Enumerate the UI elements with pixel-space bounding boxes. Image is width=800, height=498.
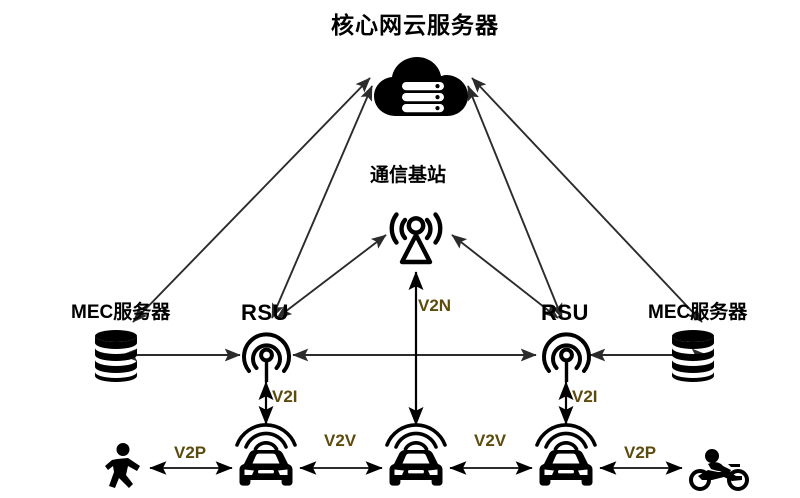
car-with-signal-icon xyxy=(382,418,450,494)
cloud-server-title: 核心网云服务器 xyxy=(331,12,499,38)
cell-tower-icon xyxy=(380,198,452,270)
link-rsu-left-basestation xyxy=(276,234,387,319)
database-icon xyxy=(93,329,139,383)
rsu-antenna-icon xyxy=(538,327,595,385)
car-with-signal-icon xyxy=(532,418,600,494)
motorcycle-icon xyxy=(684,440,756,492)
link-label-v2v-right: V2V xyxy=(474,431,507,450)
cloud-server-icon xyxy=(372,56,472,120)
rsu-antenna-icon xyxy=(238,327,295,385)
car-with-signal-icon xyxy=(232,418,300,494)
link-rsu-right-basestation xyxy=(451,234,559,319)
pedestrian-icon xyxy=(104,442,148,492)
rsu-right-label: RSU xyxy=(541,300,589,325)
link-label-v2i-left: V2I xyxy=(272,387,298,406)
link-label-v2v-left: V2V xyxy=(324,431,357,450)
link-label-v2p-right: V2P xyxy=(624,443,657,462)
mec-right-label: MEC服务器 xyxy=(648,302,748,323)
mec-left-label: MEC服务器 xyxy=(71,302,171,323)
link-mec-right-cloud xyxy=(471,77,703,323)
link-mec-left-cloud xyxy=(132,77,371,323)
link-label-v2i-right: V2I xyxy=(572,387,598,406)
link-label-v2p-left: V2P xyxy=(174,443,207,462)
rsu-left-label: RSU xyxy=(241,300,289,325)
link-label-v2n: V2N xyxy=(418,296,452,315)
base-station-label: 通信基站 xyxy=(370,165,447,186)
database-icon xyxy=(670,329,716,383)
